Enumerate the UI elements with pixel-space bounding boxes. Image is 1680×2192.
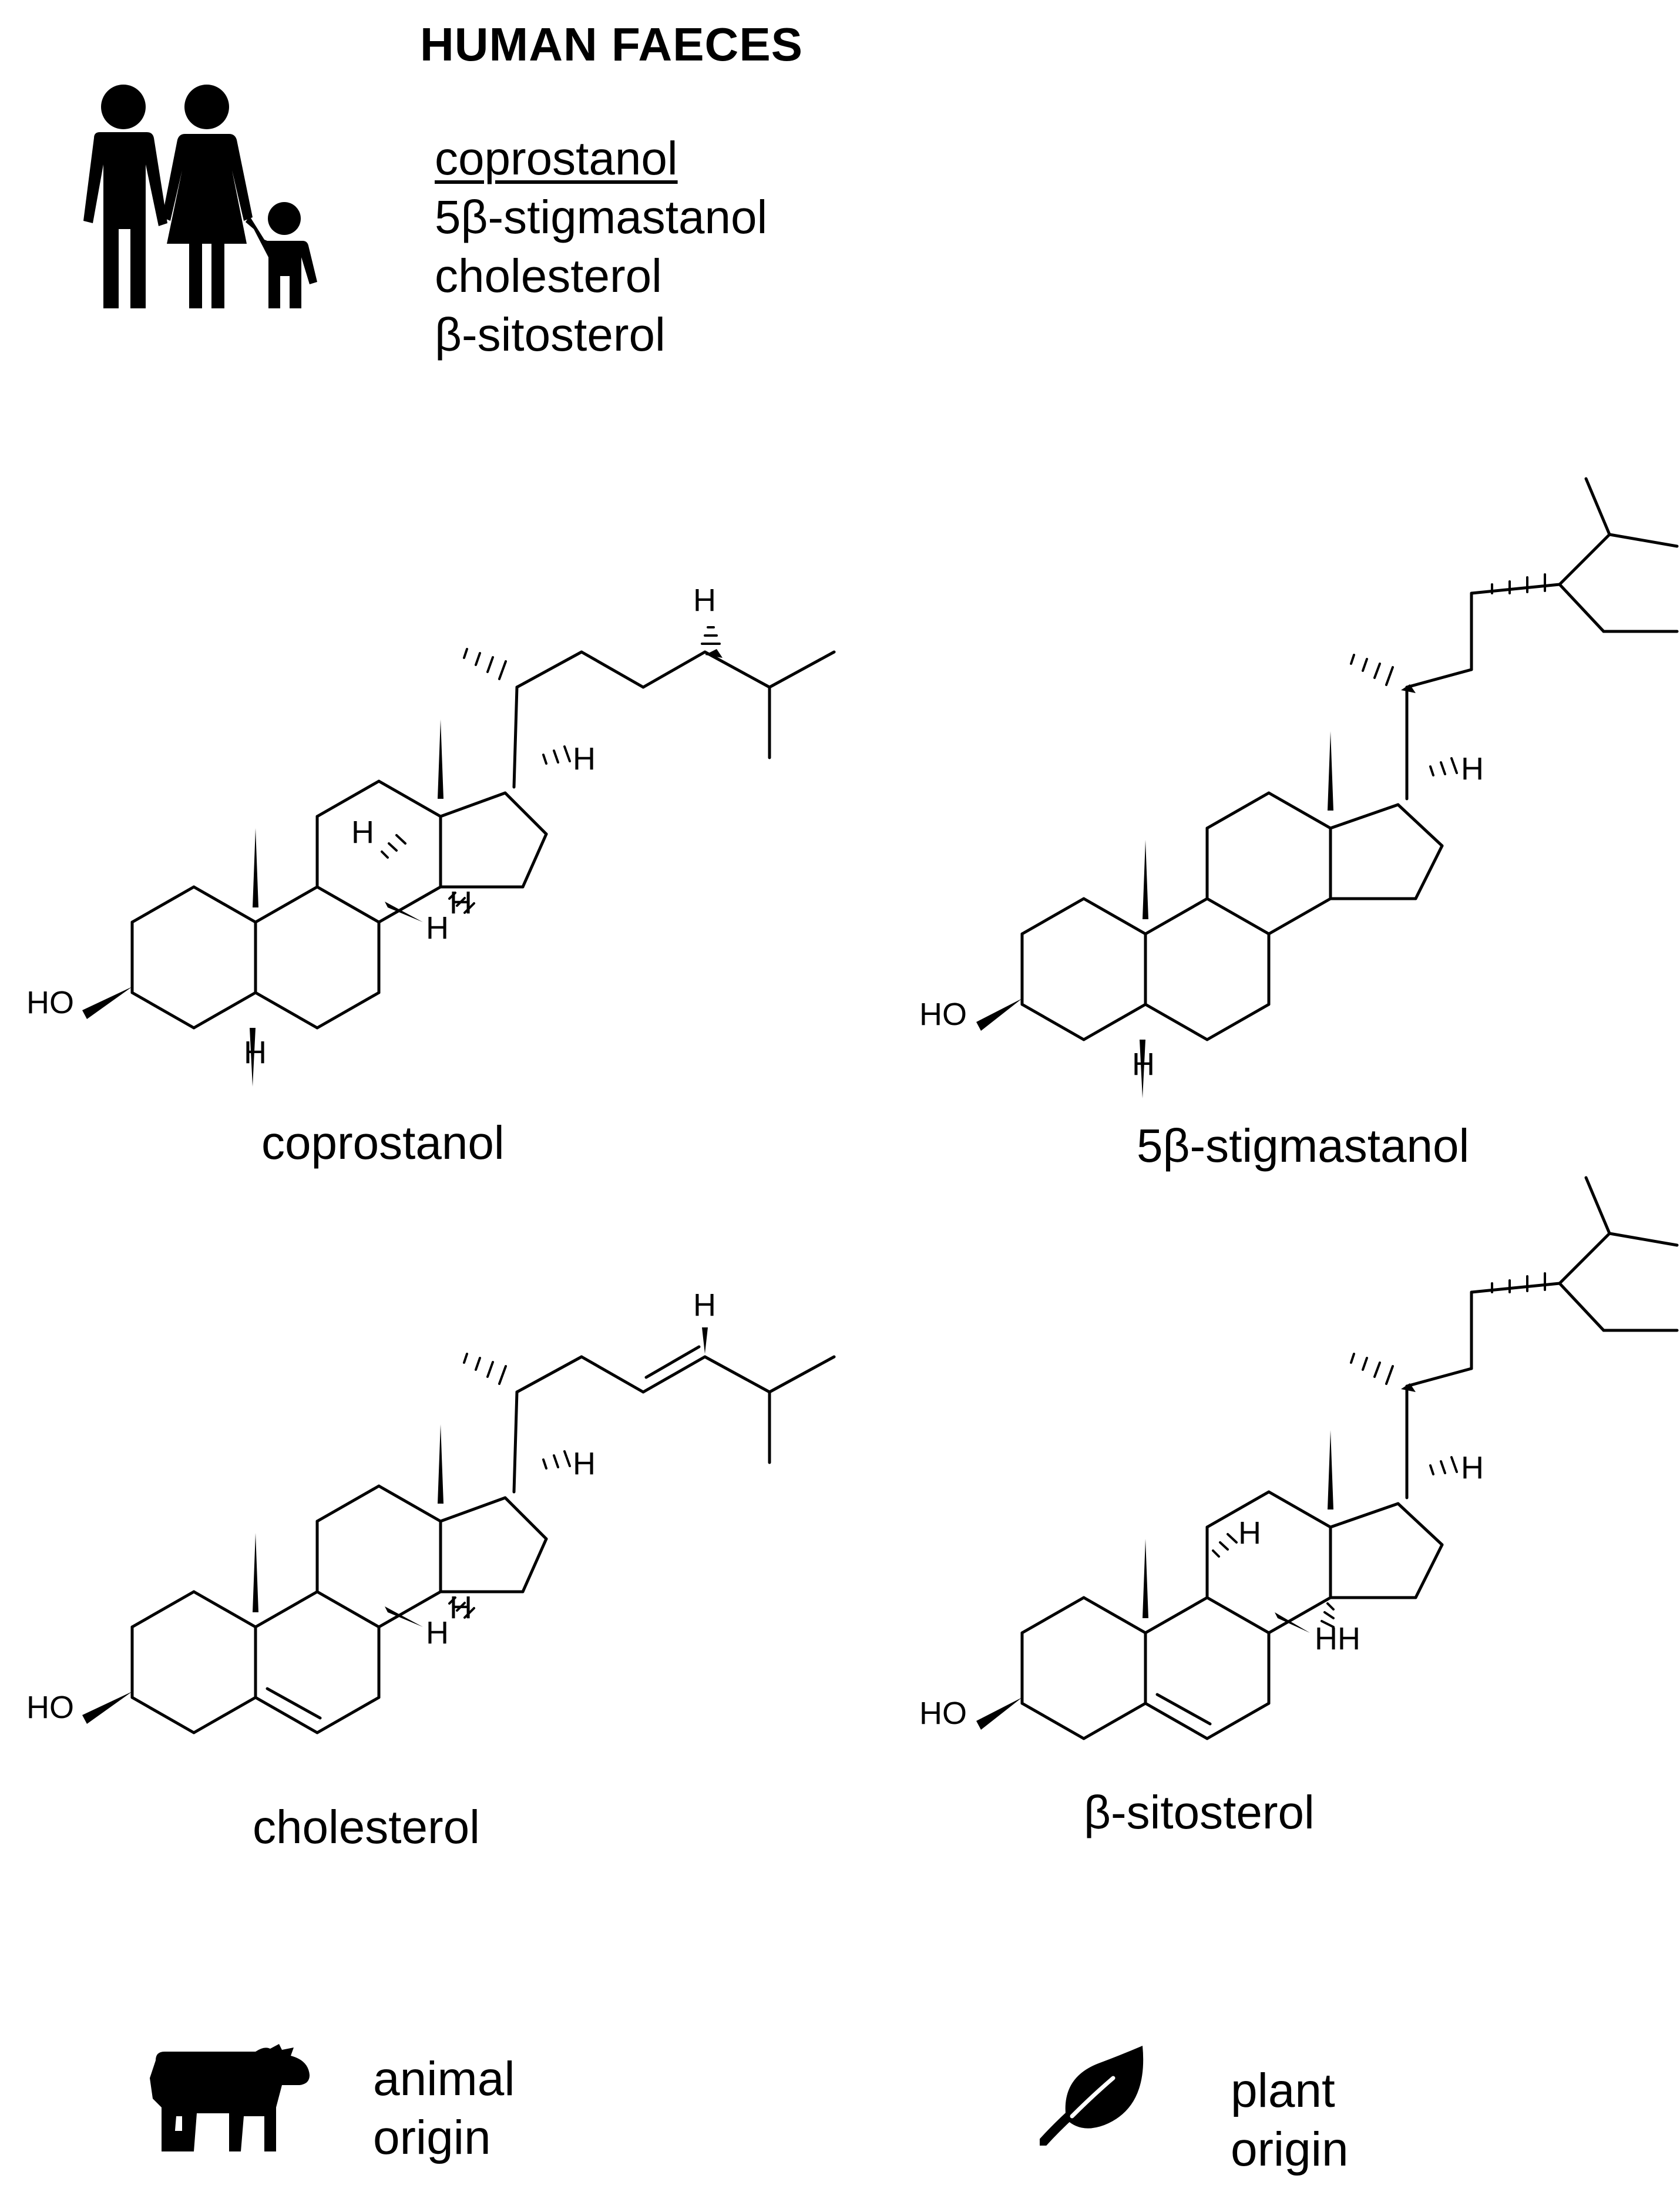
stigmastanol-hashed-bonds (1350, 573, 1546, 776)
cholesterol-caption: cholesterol (253, 1801, 480, 1853)
stigmastanol-bonds (1020, 477, 1679, 1041)
family-icon (83, 85, 317, 308)
animal-origin-line1: animal (373, 2052, 515, 2106)
sitosterol-bonds (1020, 1176, 1679, 1740)
coprostanol-bonds (130, 650, 836, 1030)
stigmastanol-caption: 5β-stigmastanol (1137, 1119, 1470, 1172)
animal-origin-line2: origin (373, 2111, 491, 2164)
coprostanol-h5-label: H (244, 1035, 267, 1070)
coprostanol-h8-label: H (426, 910, 449, 946)
plant-origin-line1: plant (1231, 2064, 1335, 2117)
cholesterol-hashed-bonds (448, 1353, 571, 1619)
coprostanol-h24-label: H (693, 583, 716, 618)
cholesterol-h14-label: H (449, 1590, 472, 1625)
list-item-cholesterol: cholesterol (435, 250, 662, 302)
coprostanol-h14-label: H (449, 885, 472, 920)
coprostanol-h9-label: H (351, 815, 374, 850)
leaf-icon (1040, 2046, 1144, 2146)
sitosterol-h17-label: H (1461, 1450, 1484, 1485)
diagram-title: HUMAN FAECES (420, 18, 804, 70)
coprostanol-h17-label: H (573, 741, 596, 776)
coprostanol-hashed-bonds (381, 626, 721, 914)
compound-list: coprostanol 5β-stigmastanol cholesterol … (435, 129, 767, 364)
sitosterol-caption: β-sitosterol (1084, 1786, 1315, 1838)
sitosterol-ho-label: HO (919, 1696, 967, 1731)
cow-icon (150, 2044, 310, 2151)
sitosterol-hashed-bonds (1212, 1272, 1546, 1628)
stigmastanol-ho-label: HO (919, 997, 967, 1032)
list-item-coprostanol: coprostanol (435, 132, 678, 184)
cholesterol-h8-label: H (426, 1615, 449, 1650)
sitosterol-h8-h14-label: HH (1315, 1621, 1360, 1656)
list-item-sitosterol: β-sitosterol (435, 308, 666, 361)
list-item-stigmastanol: 5β-stigmastanol (435, 191, 768, 243)
coprostanol-ho-label: HO (26, 985, 74, 1020)
cholesterol-h24-label: H (693, 1287, 716, 1323)
animal-origin-label: animal origin (373, 2050, 515, 2167)
cholesterol-bonds (130, 1345, 836, 1734)
cholesterol-ho-label: HO (26, 1690, 74, 1725)
stigmastanol-h17-label: H (1461, 751, 1484, 786)
plant-origin-line2: origin (1231, 2123, 1349, 2176)
sitosterol-h9-label: H (1238, 1515, 1261, 1551)
plant-origin-label: plant origin (1231, 2062, 1349, 2179)
coprostanol-caption: coprostanol (261, 1117, 505, 1169)
cholesterol-h17-label: H (573, 1446, 596, 1481)
stigmastanol-h5-label: H (1132, 1047, 1155, 1082)
